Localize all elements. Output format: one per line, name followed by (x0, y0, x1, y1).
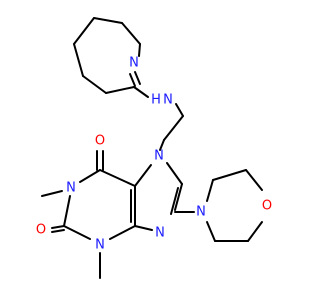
bond (73, 43, 84, 77)
bond (174, 183, 183, 211)
bond (51, 229, 65, 233)
amine-hydrogen-label: H (151, 93, 161, 108)
bond (134, 225, 153, 231)
carbonyl-oxygen-c2-label: O (36, 223, 46, 238)
bond (93, 17, 123, 24)
bond (73, 17, 95, 45)
amine-linker (133, 86, 184, 151)
azepine-nitrogen-label: N (129, 56, 139, 71)
atom-labels: N N H N N N N N O O O (36, 56, 272, 253)
bond (133, 86, 149, 98)
bond (99, 169, 136, 187)
azepine-ring (73, 17, 141, 94)
imidazole-ring (134, 162, 183, 231)
n9-nitrogen-label: N (155, 226, 165, 241)
bond (63, 195, 71, 227)
carbonyl-oxygen-c6-label: O (95, 134, 105, 149)
bond (79, 169, 101, 183)
morpholine-ring (174, 169, 263, 242)
bond (138, 43, 141, 57)
bond (82, 75, 107, 94)
bond (134, 71, 141, 85)
bond (212, 169, 247, 181)
amine-nitrogen-label: N (163, 93, 173, 108)
bond (105, 86, 135, 94)
bond (170, 187, 179, 215)
bond (206, 179, 214, 202)
bond (163, 115, 184, 141)
n1-nitrogen-label: N (66, 181, 76, 196)
bond (63, 225, 91, 240)
bond (51, 225, 65, 229)
bond (41, 190, 63, 197)
bond (245, 169, 263, 191)
substituents (41, 150, 104, 279)
bond (175, 103, 184, 117)
bond (159, 139, 165, 151)
bond (247, 221, 263, 242)
bond (206, 221, 216, 242)
bond (109, 225, 136, 240)
bond (134, 164, 152, 187)
n3-nitrogen-label: N (95, 238, 105, 253)
morpholine-nitrogen-label: N (196, 205, 206, 220)
pyrimidine-ring (63, 169, 136, 240)
n7-nitrogen-label: N (154, 149, 164, 164)
chemical-structure: N N H N N N N N O O O (36, 17, 272, 279)
bond (129, 73, 136, 87)
bond (121, 22, 141, 45)
morpholine-oxygen-label: O (262, 199, 272, 214)
bond (166, 162, 183, 185)
